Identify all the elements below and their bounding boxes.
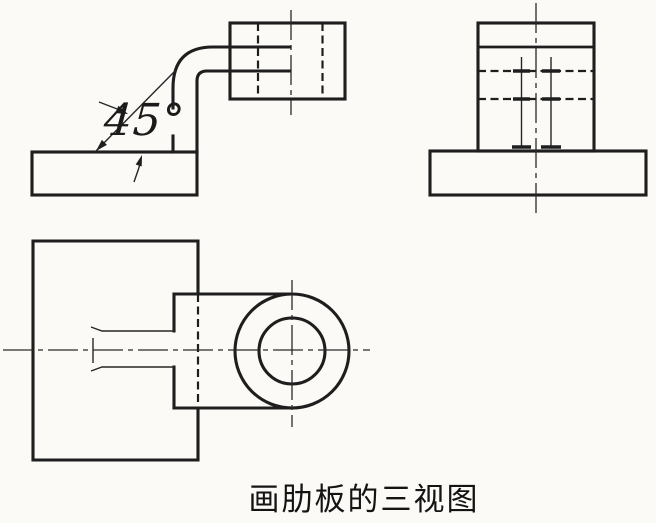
angle-arrowhead-lower	[135, 155, 142, 167]
rib-edge-arrowhead	[96, 139, 107, 151]
top-arm-outline-lower	[172, 365, 293, 410]
side-view	[428, 3, 648, 216]
angle-arrowhead-upper	[115, 105, 128, 114]
front-column-inner-profile	[171, 45, 292, 110]
front-base-plate-outline	[30, 150, 199, 197]
side-base-plate-outline	[428, 149, 648, 197]
front-rib-slant-edge	[94, 69, 177, 153]
front-boss-outline	[228, 21, 347, 101]
figure-caption: 画肋板的三视图	[248, 482, 480, 517]
front-view	[30, 10, 347, 197]
angle-dimension-text: 45°	[102, 95, 187, 146]
top-rib-edge-upper	[90, 326, 174, 332]
top-arm-outline-upper	[172, 292, 293, 333]
front-column-outer-profile	[195, 69, 292, 154]
top-view	[3, 239, 370, 462]
top-rib-edge-lower	[90, 366, 174, 372]
